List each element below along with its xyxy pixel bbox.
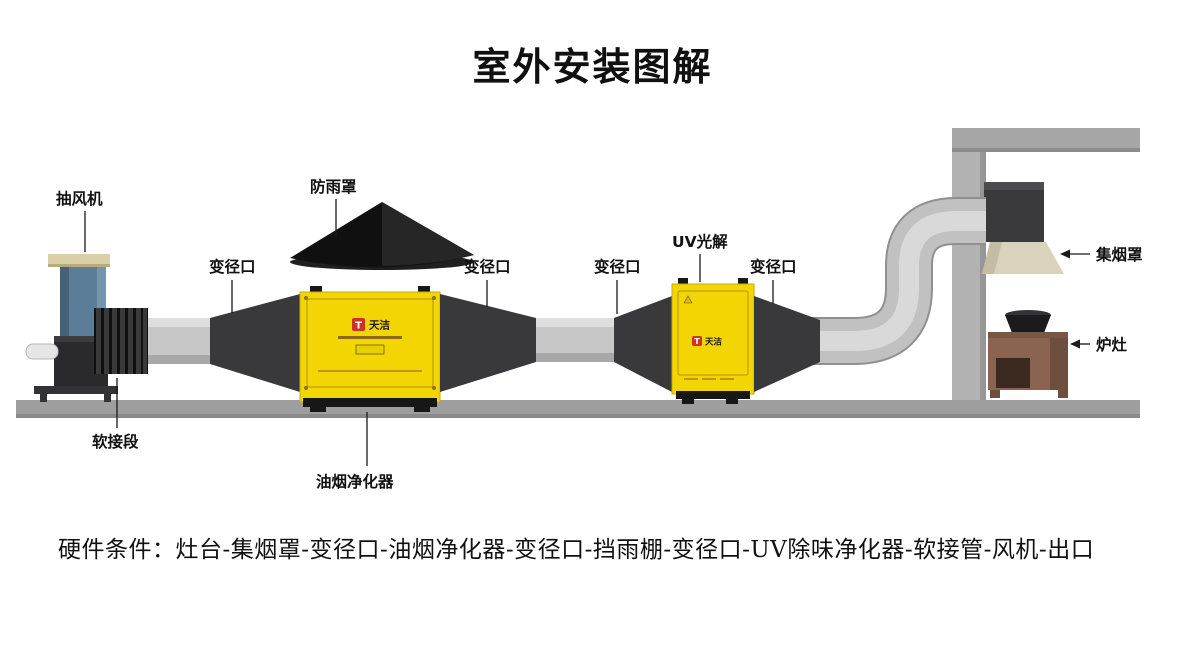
label-rain-cover: 防雨罩 — [310, 177, 357, 196]
label-uv-photolysis: UV光解 — [672, 232, 728, 251]
duct-left — [148, 318, 210, 364]
label-soft-joint: 软接段 — [92, 432, 139, 451]
label-reducer-2: 变径口 — [464, 257, 511, 276]
label-reducer-1: 变径口 — [209, 257, 256, 276]
label-hood: 集烟罩 — [1095, 245, 1143, 264]
label-stove: 炉灶 — [1096, 335, 1128, 354]
purifier-logo-letter: T — [355, 321, 362, 332]
soft-joint-bellows — [94, 308, 148, 374]
reducer-4 — [754, 296, 820, 392]
callouts — [84, 199, 1090, 466]
reducer-2 — [440, 294, 536, 392]
purifier-brand-text: 天洁 — [369, 319, 390, 332]
hood-duct-box — [984, 182, 1044, 242]
collection-hood — [982, 242, 1064, 274]
rain-cover — [290, 202, 474, 270]
hood-arrowhead-icon — [1060, 249, 1070, 259]
stove-arrowhead-icon — [1070, 339, 1080, 349]
exhaust-pipe — [812, 197, 986, 365]
oil-fume-purifier: T 天洁 — [299, 286, 441, 412]
uv-brand-text: 天洁 — [705, 337, 723, 348]
uv-photolysis-unit: T 天洁 — [671, 278, 755, 404]
stove — [988, 310, 1068, 398]
reducer-1 — [210, 294, 300, 392]
label-reducer-3: 变径口 — [594, 257, 641, 276]
hardware-requirements-text: 硬件条件：灶台-集烟罩-变径口-油烟净化器-变径口-挡雨棚-变径口-UV除味净化… — [58, 537, 1095, 563]
uv-logo-icon — [692, 336, 702, 346]
ground — [16, 400, 1140, 418]
label-exhaust-fan: 抽风机 — [56, 189, 103, 208]
exhaust-fan — [25, 254, 118, 402]
reducer-3 — [614, 296, 672, 392]
page-title: 室外安装图解 — [472, 44, 713, 89]
uv-logo-letter: T — [694, 337, 700, 346]
label-purifier: 油烟净化器 — [316, 472, 394, 491]
duct-middle — [536, 318, 614, 362]
label-reducer-4: 变径口 — [750, 257, 797, 276]
purifier-logo-icon — [352, 318, 365, 331]
